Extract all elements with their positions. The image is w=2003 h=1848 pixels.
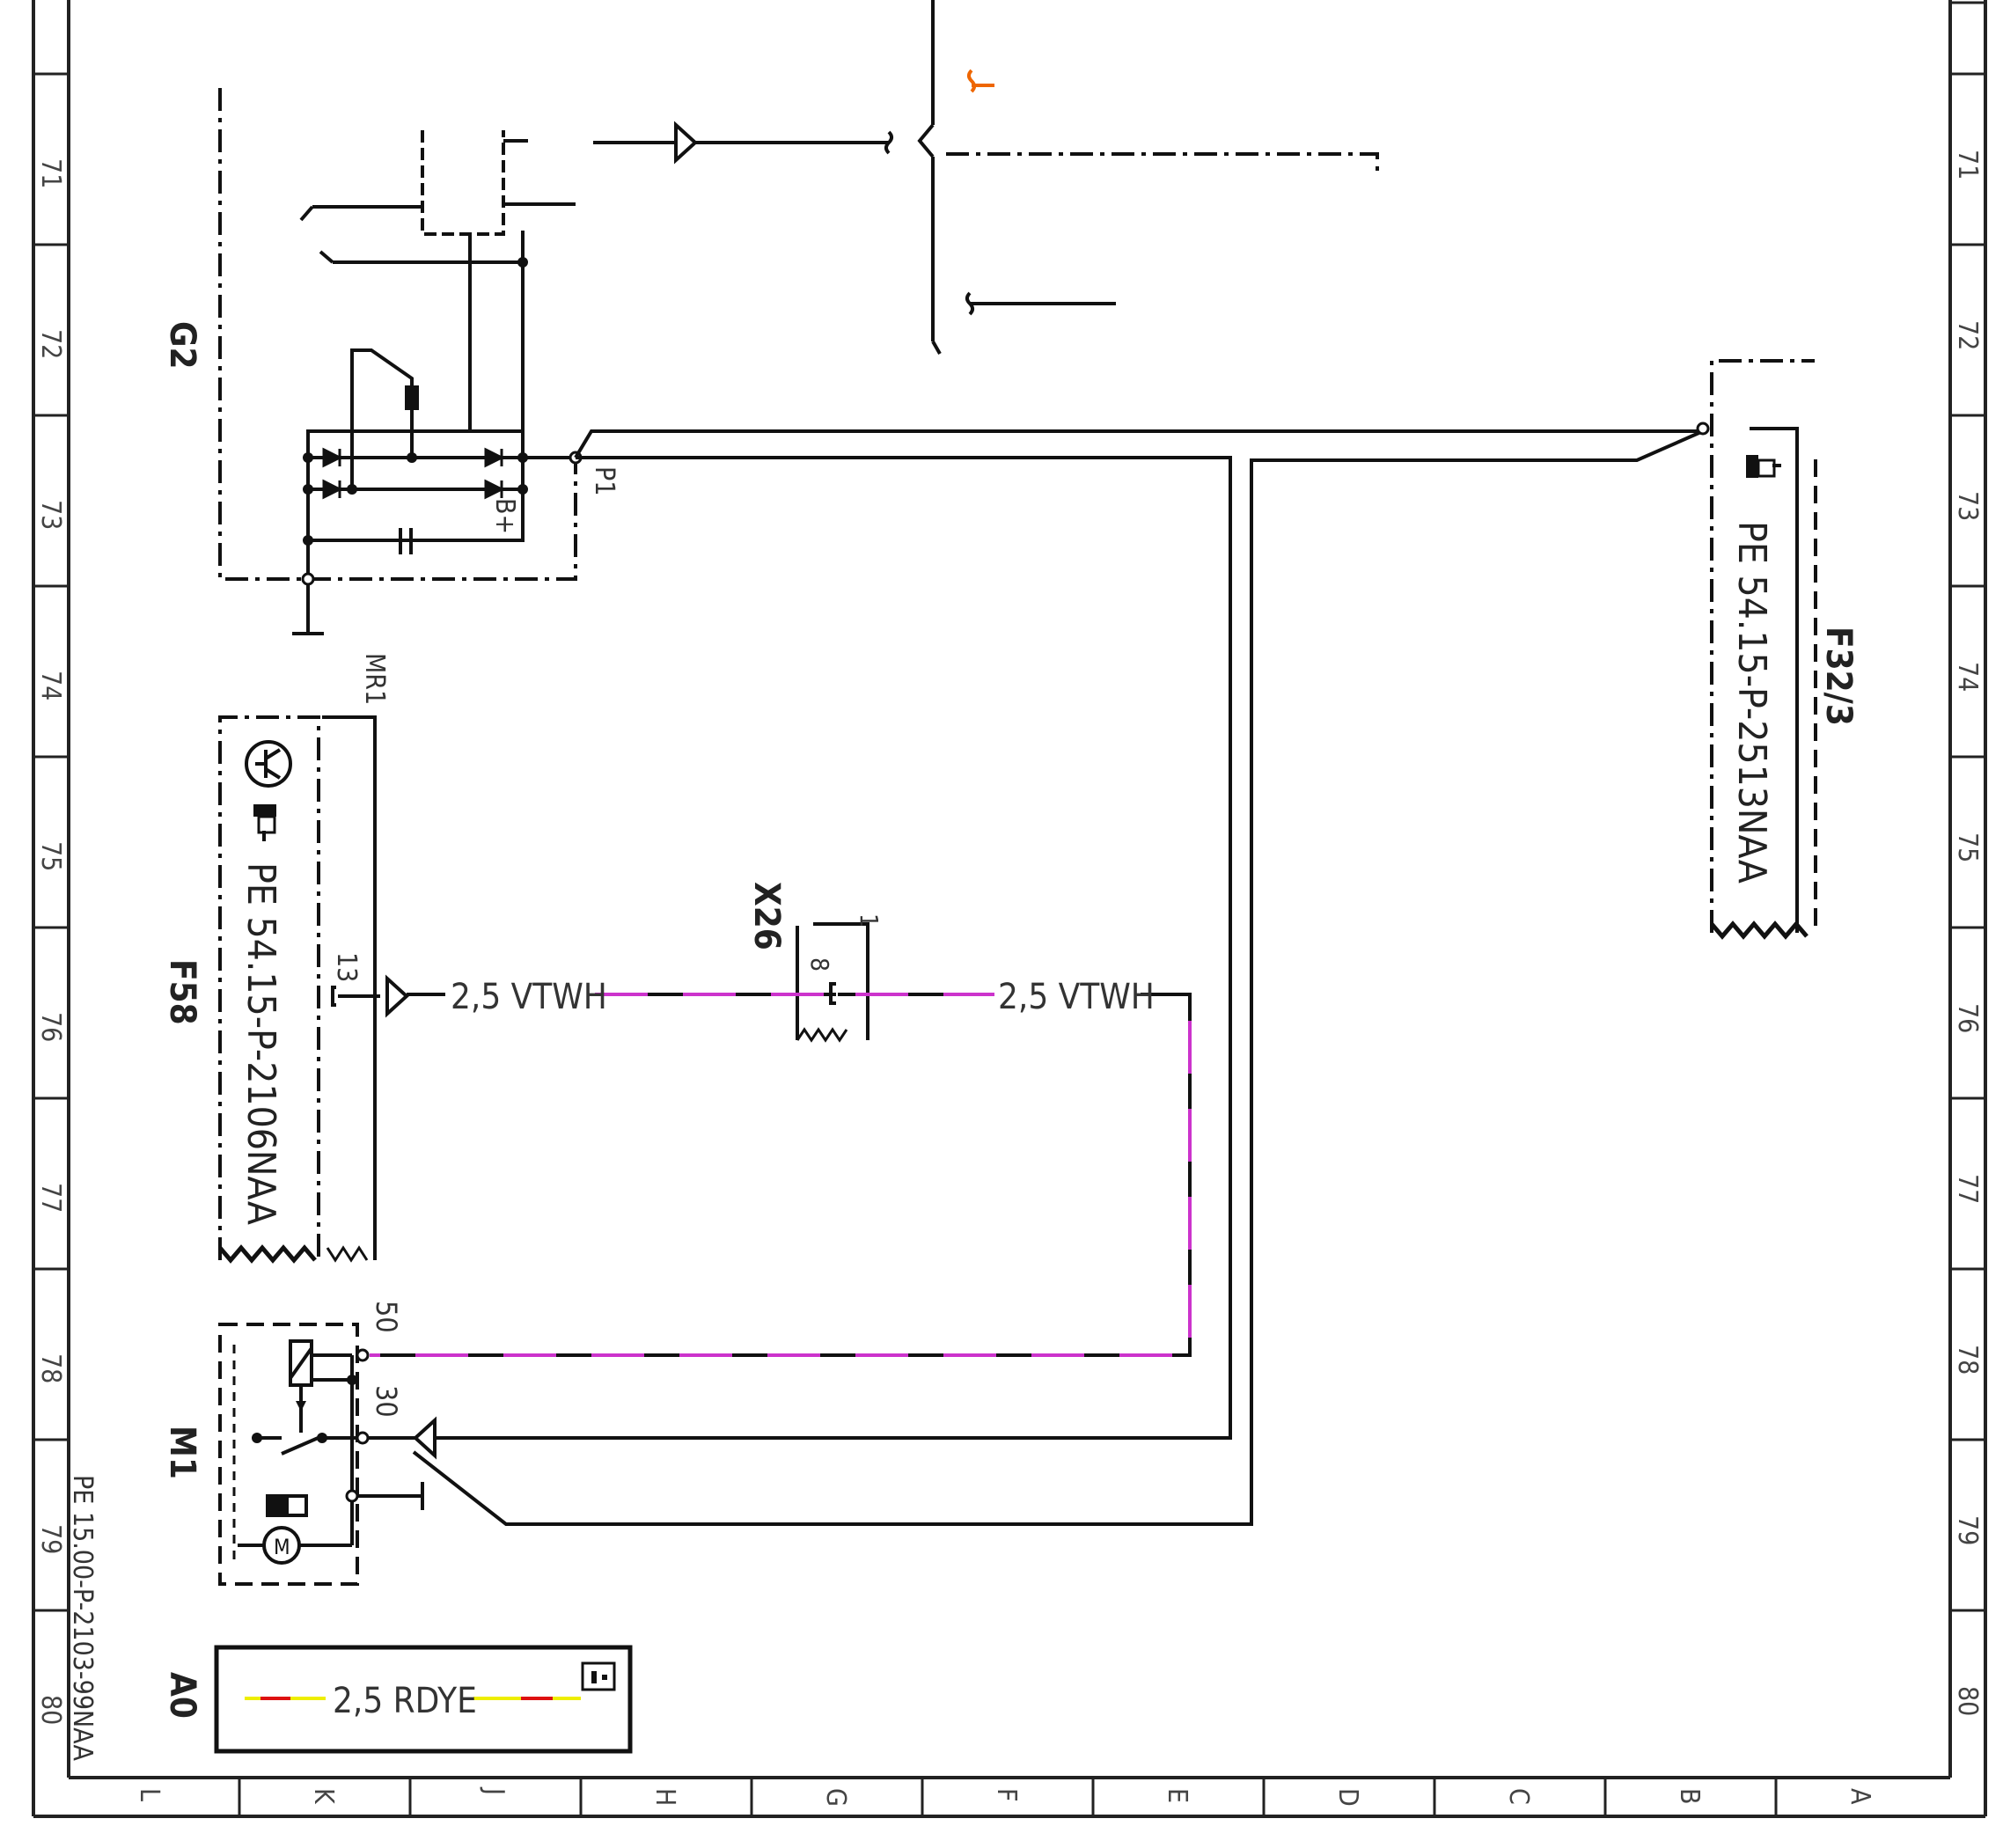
m1-pin-50: 50 [370,1301,403,1333]
row-label: 80 [1952,1686,1983,1716]
f58-pin-mr1: MR1 [359,653,390,705]
starter-m1 [218,1323,424,1586]
row-label: 71 [35,158,66,188]
top-connections [593,0,1379,355]
row-label: 78 [1952,1345,1983,1375]
f58-pin-13: 13 [331,952,362,982]
hand-pointer-icon [1746,455,1781,478]
m1-terminal-ground [345,1489,359,1503]
column-label: K [308,1788,339,1805]
x26-label: X26 [746,882,787,950]
row-labels-right: 71 72 73 74 75 76 77 78 79 80 [1952,150,1983,1716]
row-label: 73 [1952,491,1983,521]
f58-label: F58 [162,959,202,1025]
wire-label-left: 2,5 VTWH [451,977,607,1017]
violet-wire [370,993,1192,1357]
f32-label: F32/3 [1818,627,1859,726]
column-label: G [820,1788,851,1807]
f58-ref: PE 54.15-P-2106NAA [238,862,283,1225]
sheet-frame [32,0,1987,1818]
row-label: 72 [1952,320,1983,350]
column-label: F [991,1788,1022,1802]
column-label: A [1845,1788,1875,1805]
legend-a0 [214,1645,633,1754]
alternator-g2 [218,88,577,635]
g2-boundary [218,88,577,581]
m1-label: M1 [162,1426,202,1479]
row-labels-left: 71 72 73 74 75 76 77 78 79 80 [35,158,66,1725]
row-label: 77 [1952,1174,1983,1204]
wire-b-to-m1-30 [363,456,1232,1440]
row-label: 76 [1952,1003,1983,1033]
x26-pin-1: 1 [855,913,884,928]
m1-terminal-30 [356,1431,370,1445]
column-label: H [649,1788,680,1806]
row-label: 75 [1952,832,1983,862]
column-label: C [1503,1788,1534,1805]
document-number: PE 15.00-P-2103-99NAA [67,1475,98,1761]
wire-f32-to-m1-ground [412,429,1704,1526]
g2-ground-terminal [301,572,315,586]
g2-pin-p1: P1 [589,466,620,495]
legend-wire-label: 2,5 RDYE [333,1681,477,1721]
orange-wire-stub [967,69,994,93]
row-label: 79 [35,1524,66,1554]
row-ticks [33,1,1985,1612]
row-label: 78 [35,1353,66,1383]
g2-pin-bplus: B+ [489,498,520,534]
column-label: B [1674,1788,1705,1805]
info-icon [581,1661,616,1691]
wire-label-right: 2,5 VTWH [998,977,1155,1017]
g2-winding-bracket [421,130,505,236]
column-label: E [1162,1788,1192,1803]
column-label: J [479,1786,510,1795]
row-label: 73 [35,500,66,530]
row-label: 71 [1952,150,1983,180]
f58-hand-pointer-icon [253,804,276,841]
x26-pin-8: 8 [805,957,834,972]
m1-30-arrow [413,1416,437,1460]
row-label: 76 [35,1012,66,1042]
g2-junction-dots [303,257,528,546]
g2-label: G2 [162,321,202,370]
x26-connector [796,922,869,1043]
row-label: 72 [35,329,66,359]
main-wires [363,429,1704,1526]
f32-ref: PE 54.15-P-2513NAA [1729,521,1774,884]
fusebox-f32 [1710,359,1817,940]
row-label: 74 [35,671,66,700]
row-label: 79 [1952,1515,1983,1545]
row-label: 74 [1952,662,1983,692]
column-label: L [134,1788,165,1801]
fusebox-f58 [218,715,409,1264]
row-label: 75 [35,841,66,871]
a0-label: A0 [162,1672,202,1719]
g2-diodes [322,447,505,500]
m1-motor-symbol: M [274,1535,290,1559]
f32-terminal [1696,422,1710,436]
m1-arrowhead [296,1401,306,1412]
column-ticks [238,1778,1778,1816]
m1-terminal-50 [356,1348,370,1362]
column-label: D [1332,1788,1363,1807]
m1-junction-dots [252,1375,357,1443]
row-label: 80 [35,1695,66,1725]
m1-pin-30: 30 [370,1385,403,1418]
row-label: 77 [35,1183,66,1213]
column-labels: L K J H G F E D C B A [134,1786,1875,1807]
wire-p1-to-f32 [574,429,1703,459]
